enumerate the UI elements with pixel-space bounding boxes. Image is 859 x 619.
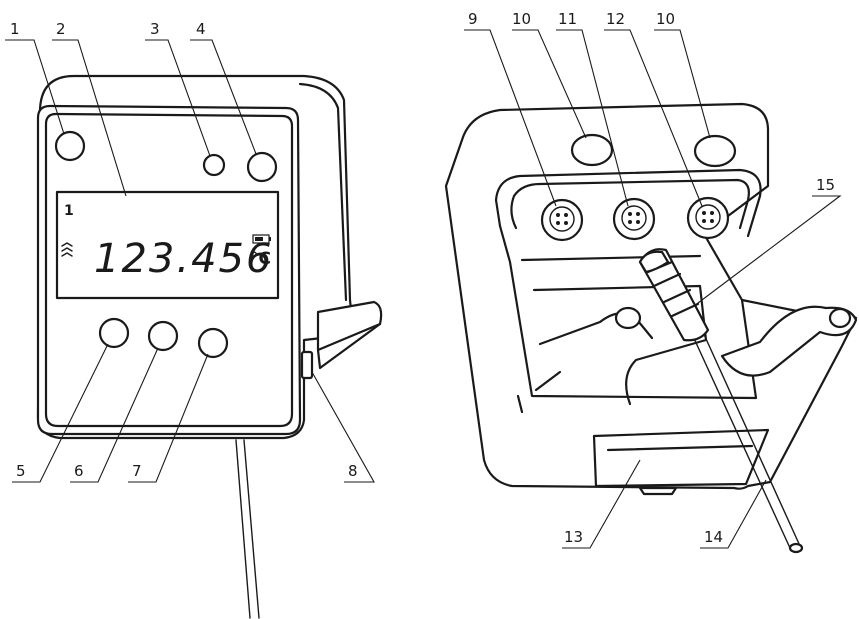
battery-icon (252, 234, 271, 244)
callout-14: 14 (704, 528, 723, 546)
callout-11: 11 (558, 10, 577, 28)
rear-view-device (444, 102, 858, 554)
callout-numbers: 1 2 3 4 5 6 7 8 9 10 11 12 10 15 13 14 (10, 10, 835, 546)
callout-5: 5 (16, 462, 26, 480)
callout-7: 7 (132, 462, 142, 480)
display-unit: °C (250, 249, 271, 269)
callout-8: 8 (348, 462, 358, 480)
callout-10-right: 10 (656, 10, 675, 28)
connector-port-11 (612, 197, 656, 241)
callout-13: 13 (564, 528, 583, 546)
callout-3: 3 (150, 20, 160, 38)
callout-9: 9 (468, 10, 478, 28)
callout-15: 15 (816, 176, 835, 194)
display-value: 123.456 (94, 236, 273, 282)
callout-4: 4 (196, 20, 206, 38)
front-view-device: 1 123.456 °C (36, 74, 383, 619)
callout-1: 1 (10, 20, 20, 38)
callout-6: 6 (74, 462, 84, 480)
callout-12: 12 (606, 10, 625, 28)
signal-icon (61, 242, 73, 257)
callout-10-left: 10 (512, 10, 531, 28)
callout-2: 2 (56, 20, 66, 38)
display-channel: 1 (64, 203, 74, 219)
callout-leaders (5, 29, 842, 549)
connector-port-12 (686, 196, 730, 240)
connector-port-9 (540, 198, 584, 242)
